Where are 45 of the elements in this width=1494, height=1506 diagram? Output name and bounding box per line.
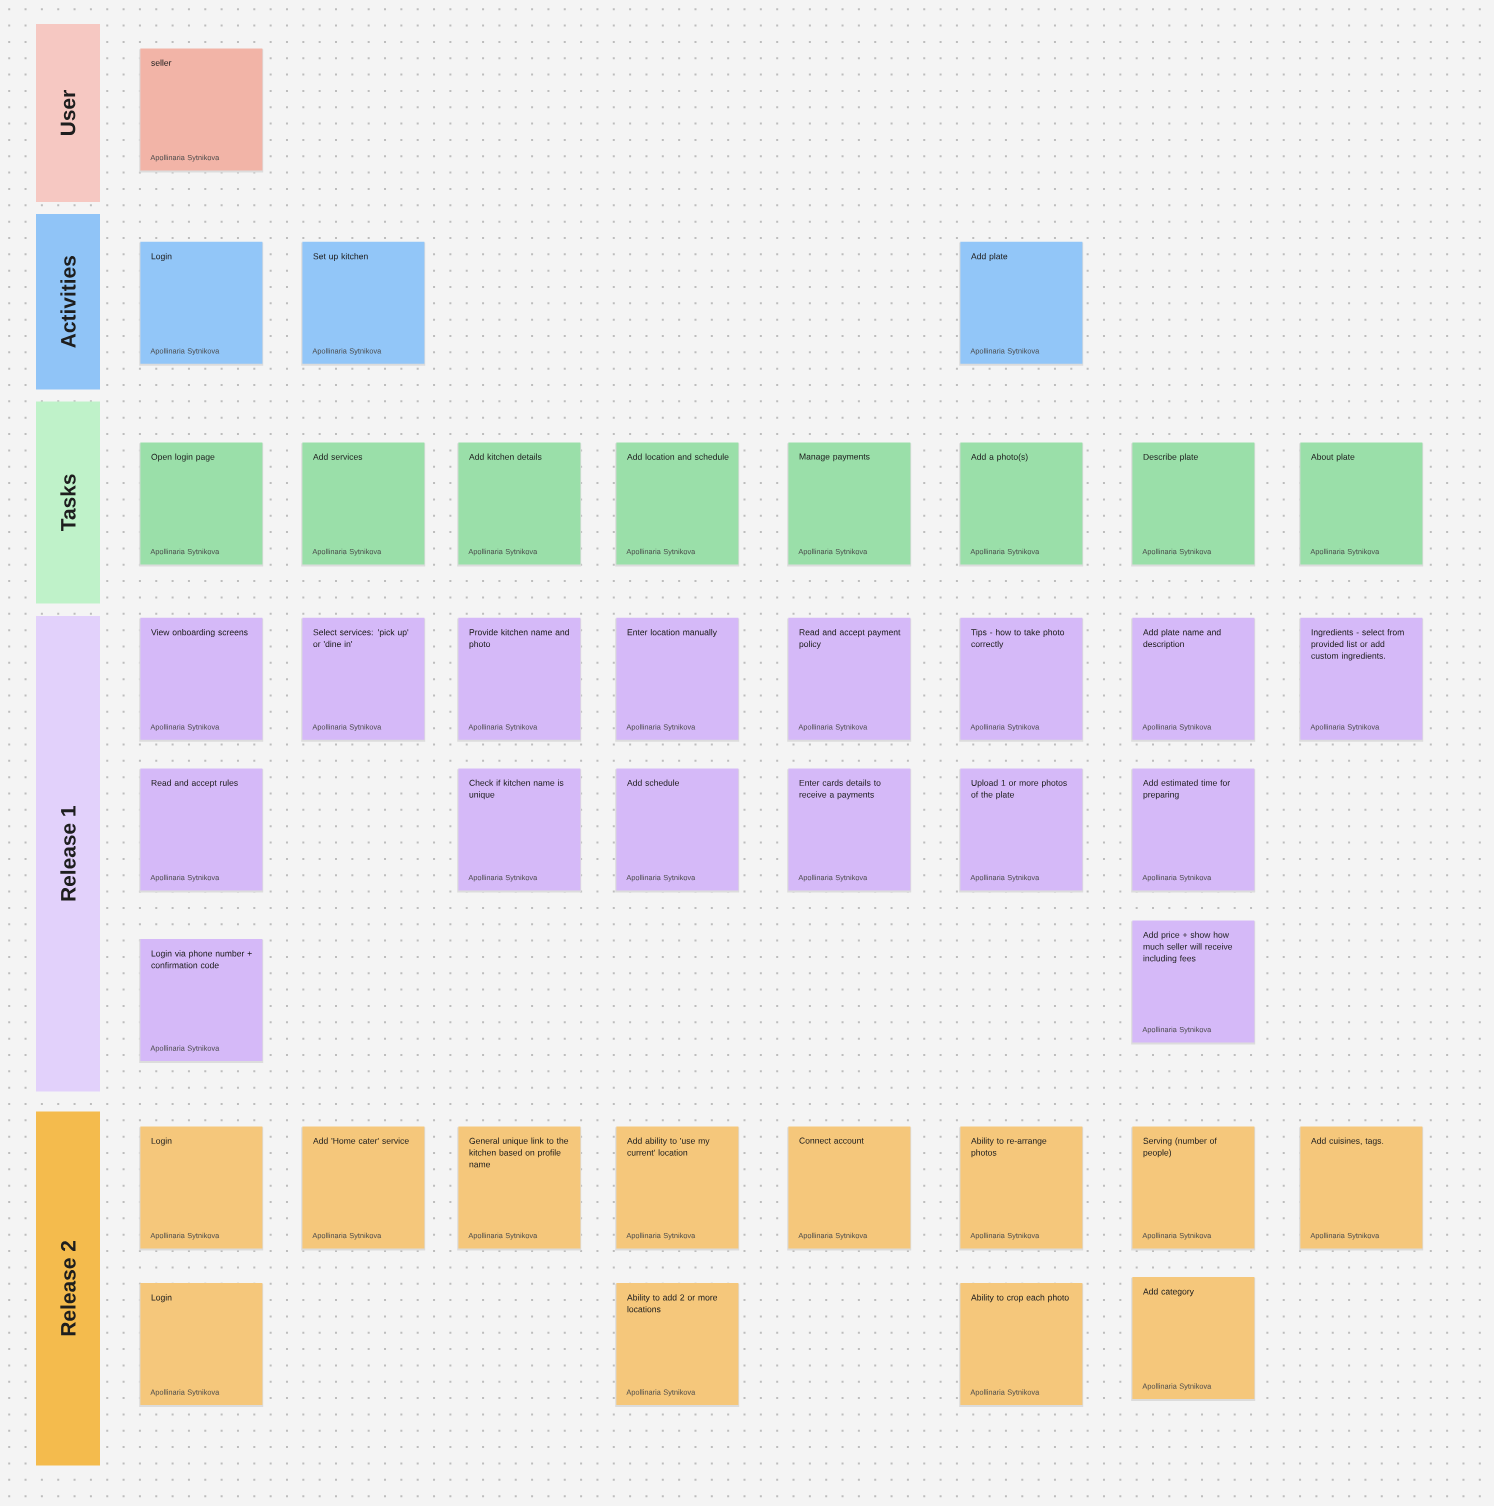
sticky-note	[1131, 1277, 1256, 1401]
sticky-note	[139, 939, 264, 1063]
sticky-note	[139, 617, 264, 742]
sticky-note	[301, 1126, 426, 1251]
sticky-note	[787, 768, 912, 893]
sticky-note	[301, 241, 426, 366]
sticky-note	[139, 1283, 264, 1407]
sticky-note	[615, 1283, 740, 1407]
sticky-note	[139, 48, 264, 173]
sticky-note	[139, 768, 264, 893]
sticky-note	[1299, 442, 1424, 567]
sticky-note	[1131, 768, 1256, 893]
sticky-note	[457, 617, 582, 742]
sticky-note	[959, 1126, 1084, 1251]
sticky-note	[1131, 617, 1256, 742]
sticky-note	[959, 768, 1084, 893]
sticky-note	[457, 442, 582, 567]
lane-header: Activities	[36, 214, 100, 390]
sticky-note	[301, 442, 426, 567]
sticky-note	[1131, 1126, 1256, 1251]
sticky-note	[787, 1126, 912, 1251]
sticky-note	[139, 1126, 264, 1251]
sticky-note	[615, 1126, 740, 1251]
sticky-note	[301, 617, 426, 742]
sticky-note	[959, 241, 1084, 366]
sticky-note	[787, 617, 912, 742]
sticky-note	[959, 617, 1084, 742]
lane-header: User	[36, 24, 100, 202]
sticky-note	[1299, 1126, 1424, 1251]
sticky-note	[959, 1283, 1084, 1407]
lane-header: Release 1	[36, 616, 100, 1092]
lane-header: Tasks	[36, 401, 100, 604]
sticky-note	[1131, 442, 1256, 567]
sticky-note	[139, 241, 264, 366]
sticky-note	[457, 1126, 582, 1251]
sticky-note	[787, 442, 912, 567]
sticky-note	[457, 768, 582, 893]
sticky-note	[1299, 617, 1424, 742]
lane-header: Release 2	[36, 1111, 100, 1466]
sticky-note	[139, 442, 264, 567]
sticky-note	[615, 617, 740, 742]
sticky-note	[1131, 920, 1256, 1045]
sticky-note	[959, 442, 1084, 567]
sticky-note	[615, 442, 740, 567]
sticky-note	[615, 768, 740, 893]
